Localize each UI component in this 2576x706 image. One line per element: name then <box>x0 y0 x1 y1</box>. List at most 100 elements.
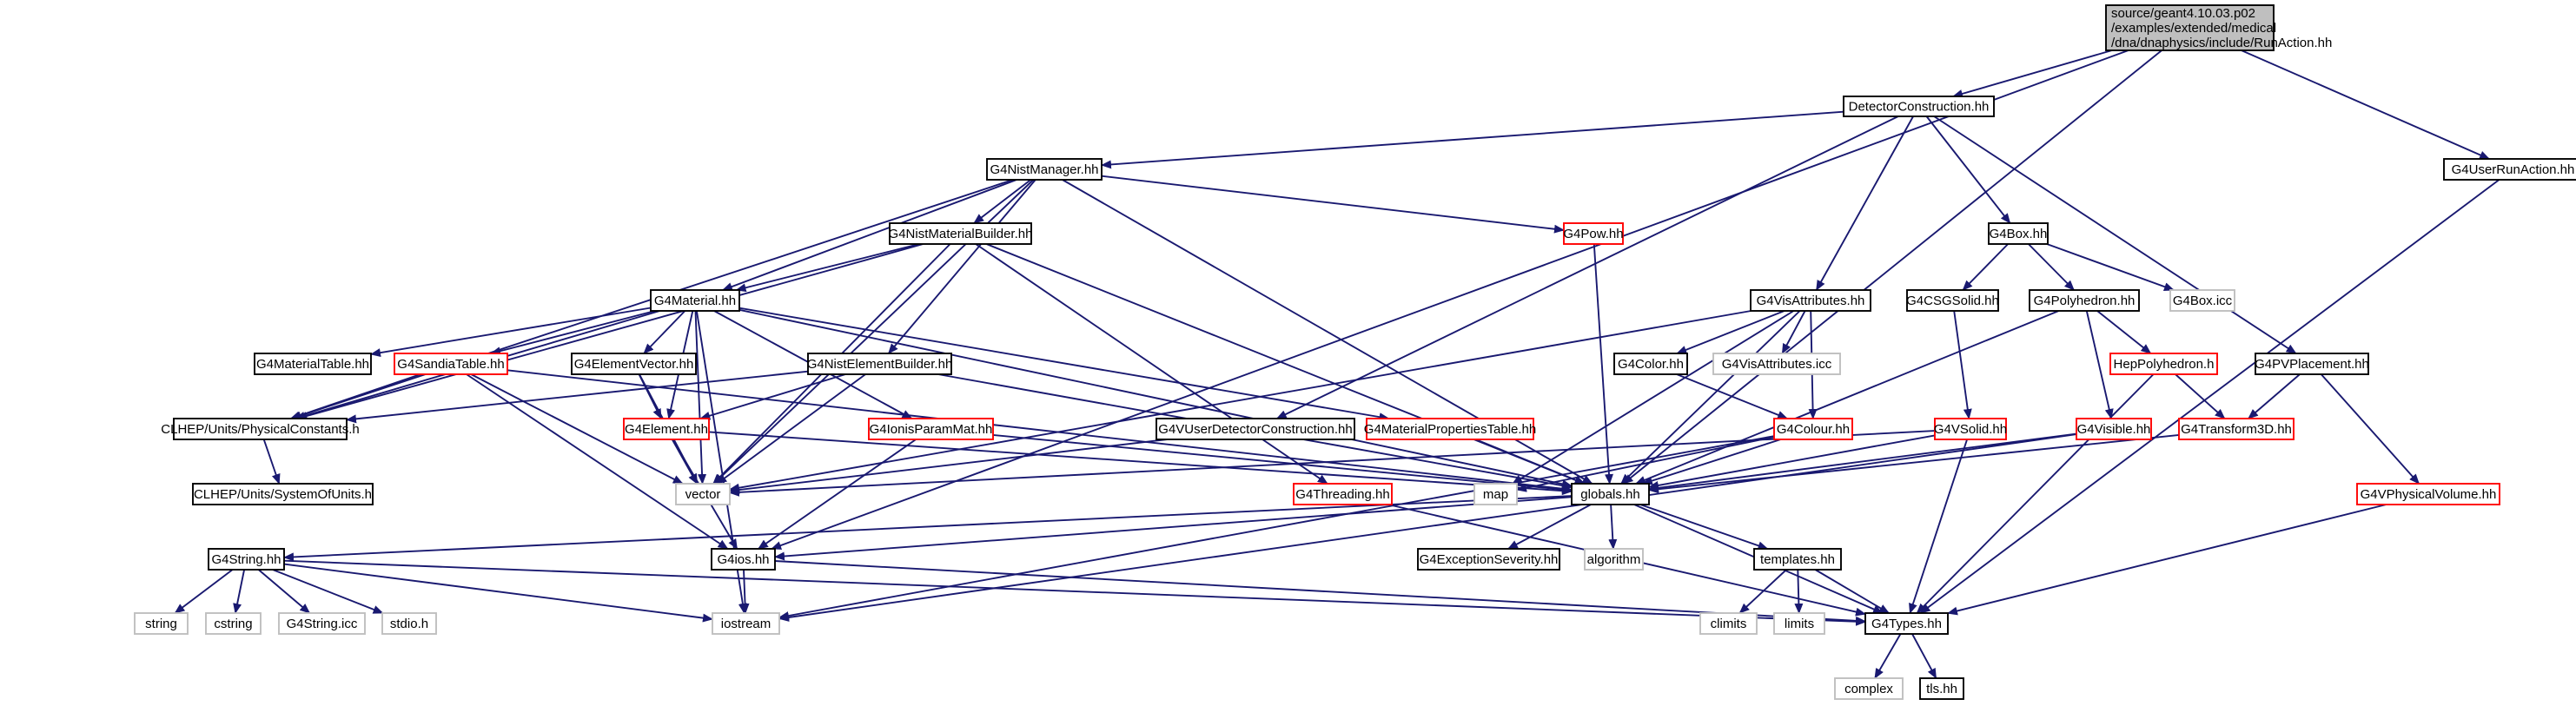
node-sysofunits[interactable]: CLHEP/Units/SystemOfUnits.h <box>192 483 374 505</box>
node-box-sysofunits <box>192 483 374 505</box>
node-g4stringicc[interactable]: G4String.icc <box>278 612 366 635</box>
node-box-g4types <box>1864 612 1949 635</box>
edge-g4ios-to-g4types <box>774 560 1866 625</box>
node-physconst[interactable]: CLHEP/Units/PhysicalConstants.h <box>161 418 360 440</box>
node-g4color[interactable]: G4Color.hh <box>1613 353 1688 375</box>
node-g4vphysvol[interactable]: G4VPhysicalVolume.hh <box>2356 483 2500 505</box>
node-label-g4nistmaterialbuilder: G4NistMaterialBuilder.hh <box>889 227 1033 241</box>
edge-globals-to-templates <box>1639 504 1769 551</box>
node-g4transform3d[interactable]: G4Transform3D.hh <box>2178 418 2295 440</box>
edge-g4vsolid-to-g4types <box>1909 439 1969 614</box>
node-box-vector <box>675 483 731 505</box>
node-g4materialtable[interactable]: G4MaterialTable.hh <box>254 353 372 375</box>
node-label-globals: globals.hh <box>1580 487 1639 502</box>
node-limits[interactable]: limits <box>1773 612 1825 635</box>
node-g4exception[interactable]: G4ExceptionSeverity.hh <box>1417 548 1560 571</box>
node-box-g4polyhedron <box>2029 289 2140 312</box>
node-g4ios[interactable]: G4ios.hh <box>711 548 776 571</box>
node-map[interactable]: map <box>1473 483 1518 505</box>
node-label-iostream: iostream <box>721 617 771 631</box>
node-label-g4pvplacement: G4PVPlacement.hh <box>2255 357 2369 372</box>
edge-globals-to-g4exception <box>1507 504 1592 550</box>
node-g4nistmaterialbuilder[interactable]: G4NistMaterialBuilder.hh <box>889 222 1033 245</box>
edge-g4color-to-g4colour <box>1676 373 1789 419</box>
node-g4element[interactable]: G4Element.hh <box>623 418 710 440</box>
edge-g4nistmaterialbuilder-to-g4material <box>735 243 920 293</box>
edge-g4nistmaterialbuilder-to-physconst <box>296 243 924 420</box>
node-hepolyhedron[interactable]: HepPolyhedron.h <box>2109 353 2218 375</box>
node-label-runaction-line-1: /examples/extended/medical <box>2111 21 2276 36</box>
node-box-g4vphysvol <box>2356 483 2500 505</box>
edge-g4sandiatable-to-globals <box>507 369 1573 493</box>
node-g4polyhedron[interactable]: G4Polyhedron.hh <box>2029 289 2140 312</box>
node-climits[interactable]: climits <box>1699 612 1758 635</box>
node-box-g4material <box>650 289 740 312</box>
node-g4types[interactable]: G4Types.hh <box>1864 612 1949 635</box>
node-algorithm[interactable]: algorithm <box>1584 548 1644 571</box>
node-complex[interactable]: complex <box>1834 677 1904 700</box>
edge-g4nistelementbuilder-to-physconst <box>346 370 809 424</box>
node-g4nistelementbuilder[interactable]: G4NistElementBuilder.hh <box>807 353 953 375</box>
node-box-g4visattributes <box>1750 289 1871 312</box>
node-g4pow[interactable]: G4Pow.hh <box>1563 222 1624 245</box>
node-g4visattributesicc[interactable]: G4VisAttributes.icc <box>1712 353 1841 375</box>
edge-g4material-to-g4elementvector <box>643 310 686 354</box>
edge-g4string-to-stdioh <box>272 569 384 614</box>
node-g4string[interactable]: G4String.hh <box>208 548 285 571</box>
node-g4matproptable[interactable]: G4MaterialPropertiesTable.hh <box>1364 418 1536 440</box>
node-box-g4exception <box>1417 548 1560 571</box>
node-vector[interactable]: vector <box>675 483 731 505</box>
edge-g4material-to-vector <box>694 310 707 485</box>
node-box-string <box>134 612 189 635</box>
node-g4material[interactable]: G4Material.hh <box>650 289 740 312</box>
node-g4threading[interactable]: G4Threading.hh <box>1293 483 1393 505</box>
edge-g4pvplacement-to-g4transform3d <box>2248 373 2301 419</box>
edge-templates-to-g4types <box>1814 569 1890 614</box>
node-cstring[interactable]: cstring <box>205 612 262 635</box>
edge-g4box-to-g4boxicc <box>2046 243 2175 291</box>
node-box-globals <box>1571 483 1650 505</box>
node-stdioh[interactable]: stdio.h <box>381 612 437 635</box>
node-g4boxicc[interactable]: G4Box.icc <box>2169 289 2235 312</box>
edge-g4polyhedron-to-hepolyhedron <box>2096 310 2152 354</box>
edge-g4types-to-tlsh <box>1911 633 1937 679</box>
node-g4nistmanager[interactable]: G4NistManager.hh <box>986 158 1103 181</box>
node-box-map <box>1473 483 1518 505</box>
node-g4vuserdetcon[interactable]: G4VUserDetectorConstruction.hh <box>1156 418 1355 440</box>
node-label-g4pow: G4Pow.hh <box>1563 227 1623 241</box>
edge-layer <box>174 49 2500 679</box>
node-g4vsolid[interactable]: G4VSolid.hh <box>1934 418 2007 440</box>
node-g4userrunaction[interactable]: G4UserRunAction.hh <box>2443 158 2576 181</box>
node-box-g4visattributesicc <box>1712 353 1841 375</box>
node-g4sandiatable[interactable]: G4SandiaTable.hh <box>394 353 508 375</box>
edge-g4polyhedron-to-g4visible <box>2085 310 2114 419</box>
node-g4visible[interactable]: G4Visible.hh <box>2076 418 2152 440</box>
node-box-g4colour <box>1773 418 1853 440</box>
node-label-g4boxicc: G4Box.icc <box>2173 294 2233 308</box>
node-templates[interactable]: templates.hh <box>1753 548 1842 571</box>
node-g4elementvector[interactable]: G4ElementVector.hh <box>571 353 697 375</box>
node-detcon[interactable]: DetectorConstruction.hh <box>1843 96 1995 117</box>
node-iostream[interactable]: iostream <box>712 612 780 635</box>
node-label-tlsh: tls.hh <box>1926 682 1957 696</box>
edge-g4ios-to-iostream <box>740 569 750 614</box>
node-g4colour[interactable]: G4Colour.hh <box>1773 418 1853 440</box>
node-tlsh[interactable]: tls.hh <box>1919 677 1964 700</box>
node-globals[interactable]: globals.hh <box>1571 483 1650 505</box>
node-box-g4box <box>1988 222 2049 245</box>
node-runaction[interactable]: source/geant4.10.03.p02/examples/extende… <box>2105 4 2332 51</box>
node-label-sysofunits: CLHEP/Units/SystemOfUnits.h <box>194 487 372 502</box>
node-box-runaction <box>2105 4 2275 51</box>
node-label-vector: vector <box>685 487 721 502</box>
node-box-algorithm <box>1584 548 1644 571</box>
edge-detcon-to-g4visattributes <box>1815 115 1914 291</box>
node-string[interactable]: string <box>134 612 189 635</box>
node-g4box[interactable]: G4Box.hh <box>1988 222 2049 245</box>
node-g4ionisparammat[interactable]: G4IonisParamMat.hh <box>868 418 994 440</box>
node-g4csgsolid[interactable]: G4CSGSolid.hh <box>1906 289 1999 312</box>
edge-g4ionisparammat-to-g4ios <box>757 439 917 550</box>
edge-g4vuserdetcon-to-vector <box>729 439 1168 494</box>
node-label-runaction-line-2: /dna/dnaphysics/include/RunAction.hh <box>2111 36 2332 50</box>
node-g4visattributes[interactable]: G4VisAttributes.hh <box>1750 289 1871 312</box>
node-g4pvplacement[interactable]: G4PVPlacement.hh <box>2255 353 2369 375</box>
